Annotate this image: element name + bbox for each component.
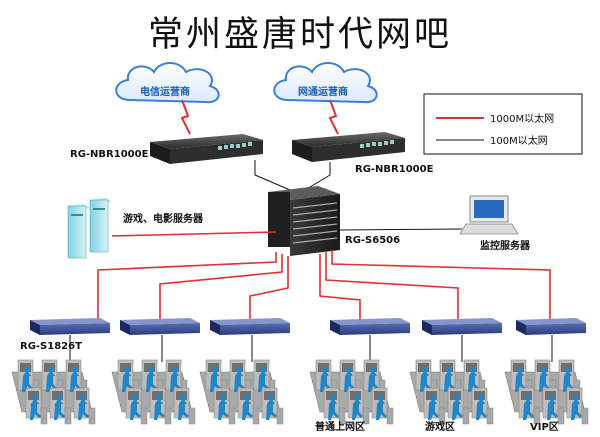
access-switches	[30, 318, 586, 335]
zone-label-general: 普通上网区	[315, 420, 365, 433]
diagram-title: 常州盛唐时代网吧	[147, 15, 452, 55]
workstation-cluster-1	[12, 360, 95, 424]
access-switch-label: RG-S1826T	[20, 341, 82, 352]
game-server-label: 游戏、电影服务器	[123, 212, 204, 225]
legend-fast-label: 100M以太网	[490, 134, 548, 147]
workstation-cluster-3	[200, 360, 283, 424]
router-1	[150, 134, 263, 164]
gigabit-uplinks	[97, 250, 551, 320]
cloud-isp-2: 网通运营商	[273, 62, 378, 104]
router-1-label: RG-NBR1000E	[70, 149, 149, 160]
workstation-clusters	[12, 360, 588, 424]
workstation-cluster-5	[410, 360, 493, 424]
zone-label-gaming: 游戏区	[425, 420, 455, 433]
isp-2-label: 网通运营商	[298, 85, 348, 98]
router-2	[292, 132, 405, 162]
fast-ethernet-links	[69, 335, 553, 362]
isp-1-label: 电信运营商	[140, 85, 190, 98]
access-switch-6	[516, 318, 586, 335]
cloud-isp-1: 电信运营商	[115, 62, 220, 104]
core-switch-label: RG-S6506	[345, 235, 400, 246]
core-switch	[268, 186, 340, 256]
legend-gigabit-label: 1000M以太网	[490, 112, 554, 125]
workstation-cluster-4	[310, 360, 393, 424]
access-switch-1	[30, 318, 110, 335]
access-switch-2	[120, 318, 200, 335]
workstation-cluster-6	[505, 360, 588, 424]
zone-label-vip: VIP区	[530, 421, 559, 433]
monitor-server-label: 监控服务器	[480, 239, 531, 252]
workstation-cluster-2	[112, 360, 195, 424]
access-switch-5	[422, 318, 502, 335]
legend: 1000M以太网 100M以太网	[423, 93, 583, 155]
access-switch-4	[330, 318, 410, 335]
router-2-label: RG-NBR1000E	[355, 164, 434, 175]
game-server-icon	[67, 198, 112, 259]
monitor-server-icon	[459, 195, 519, 235]
access-switch-3	[210, 318, 290, 335]
